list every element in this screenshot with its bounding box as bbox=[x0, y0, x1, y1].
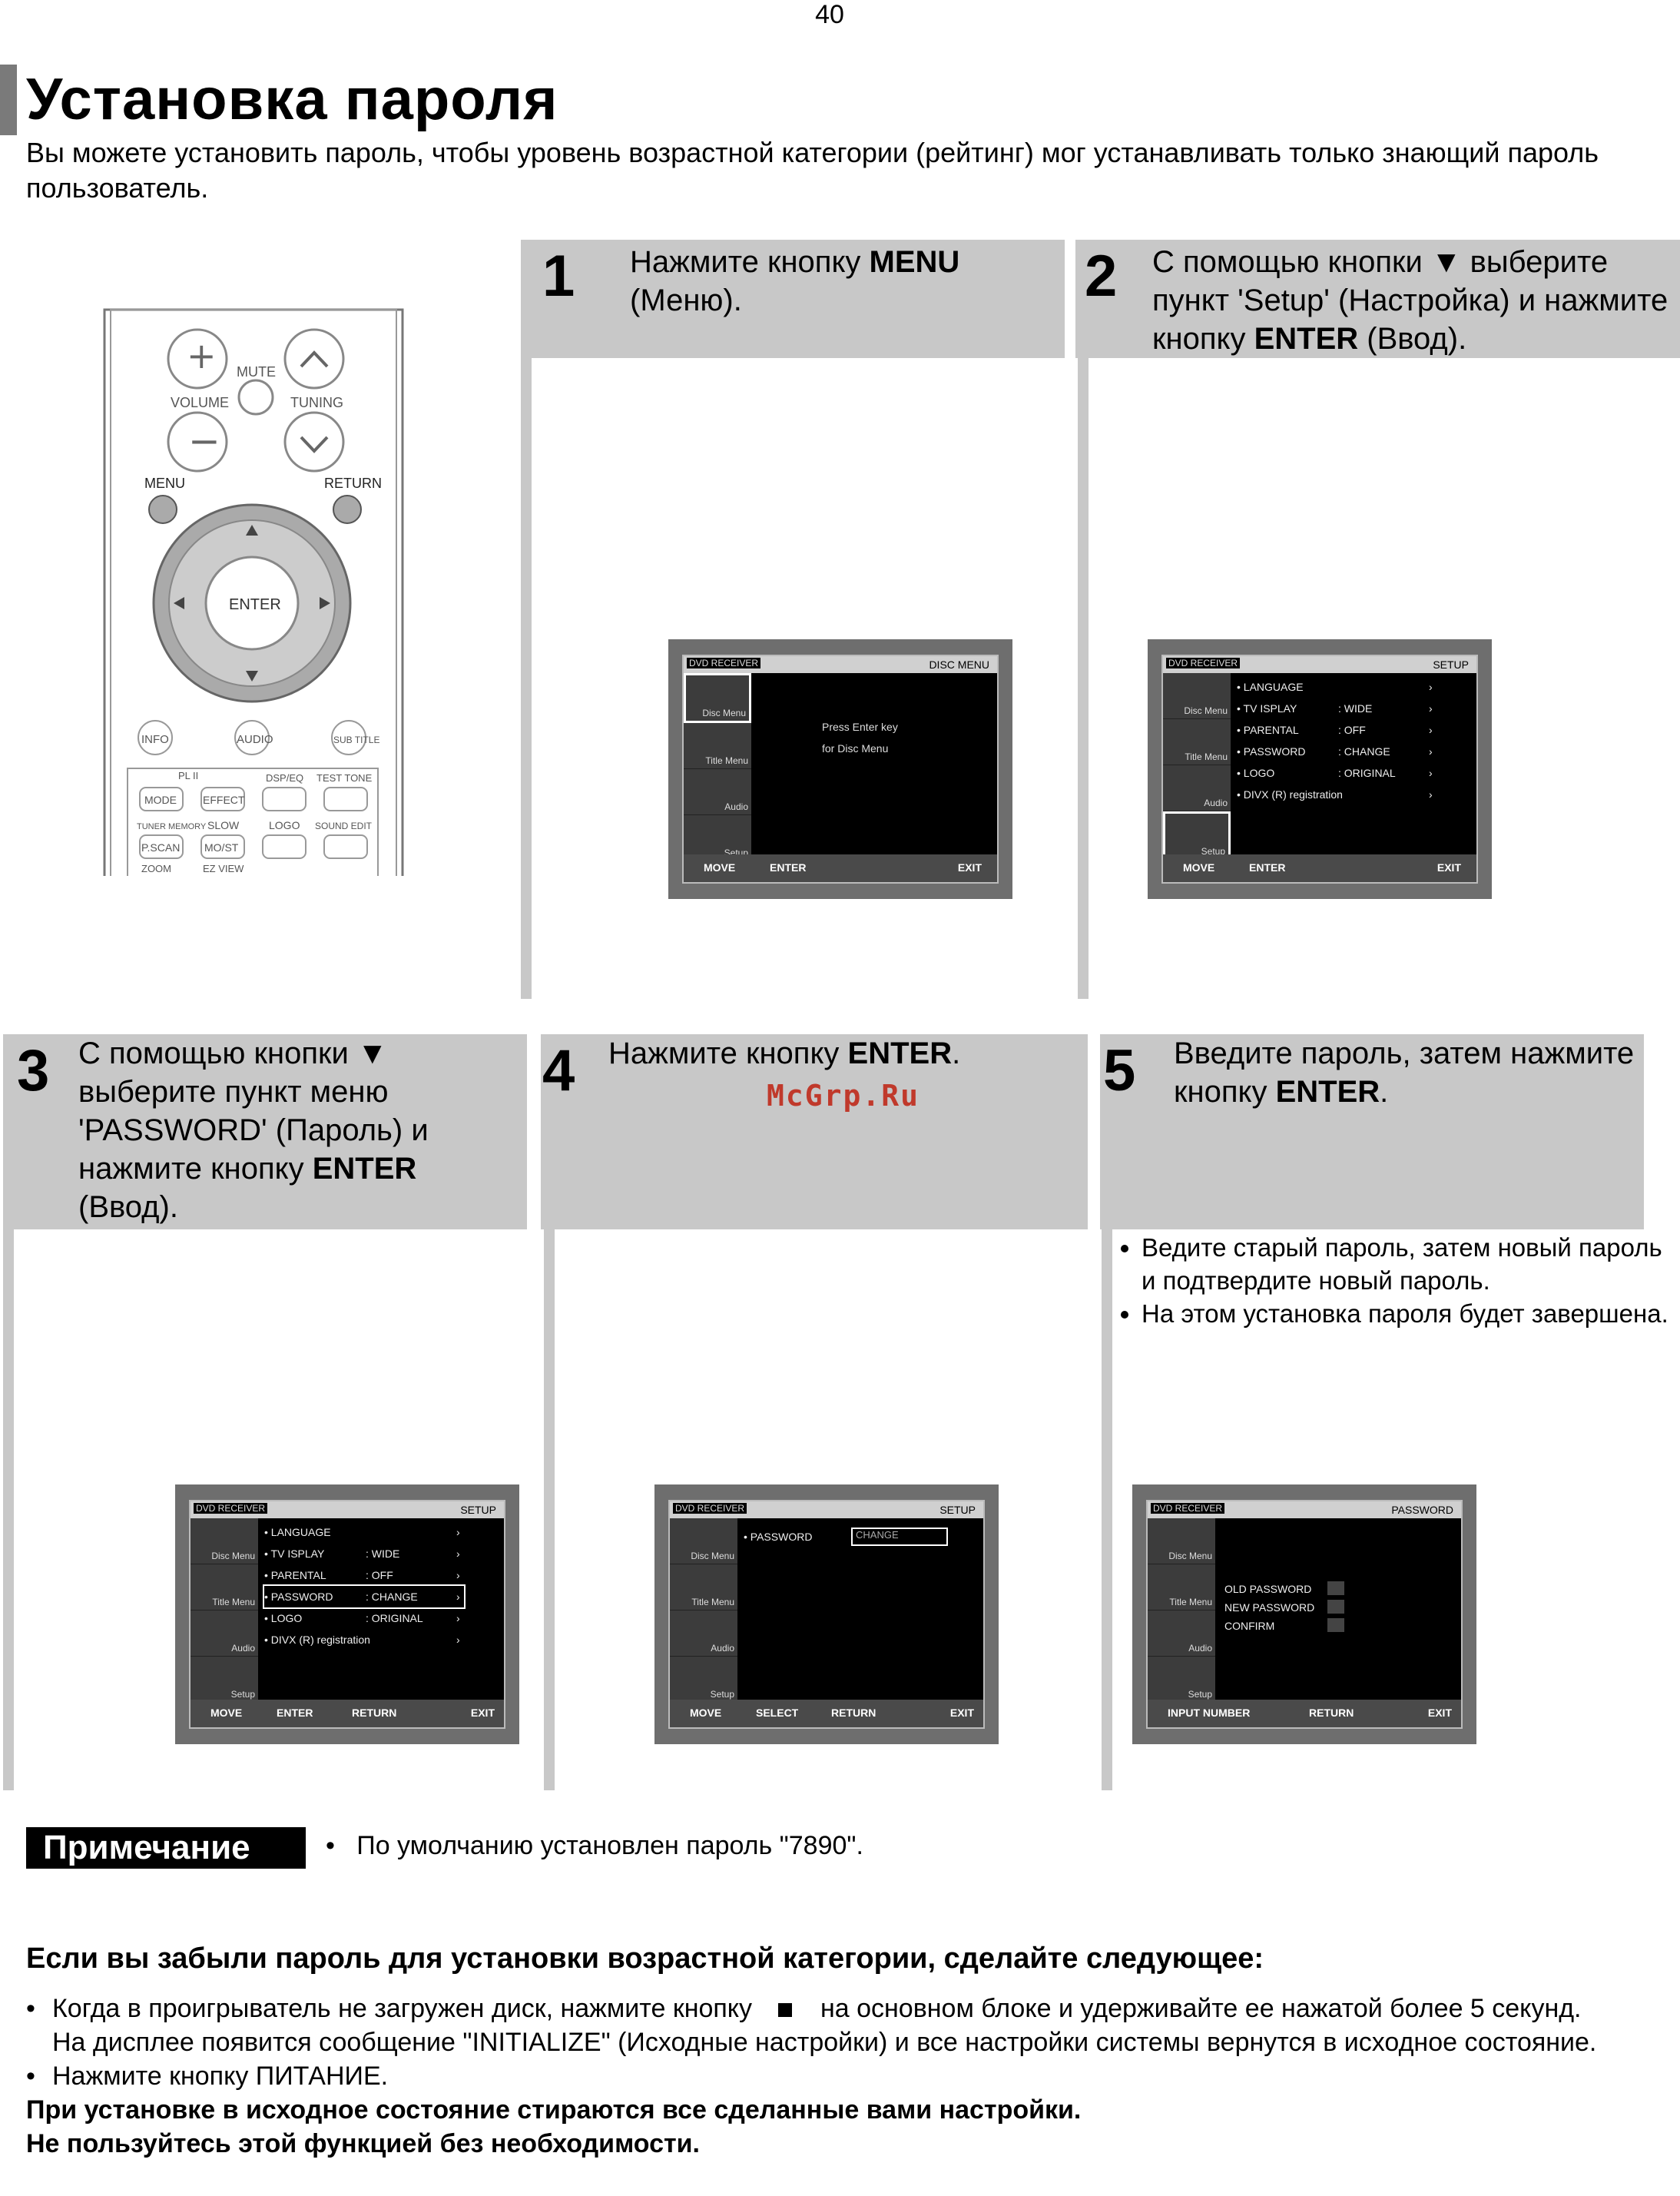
warning-2: Не пользуйтесь этой функцией без необход… bbox=[26, 2129, 700, 2158]
screen-password-fields: OLD PASSWORD NEW PASSWORD CONFIRM bbox=[1224, 1583, 1315, 1632]
remote-most-label: MO/ST bbox=[204, 841, 239, 854]
step-5-text: Введите пароль, затем нажмите кнопку ENT… bbox=[1174, 1037, 1635, 1109]
step-4-bar bbox=[544, 1229, 555, 1790]
remote-dspeq-label: DSP/EQ bbox=[266, 772, 303, 784]
remote-info-label: INFO bbox=[141, 733, 169, 746]
remote-subtitle-label: SUB TITLE bbox=[333, 735, 379, 745]
remote-control-illustration: + − MUTE VOLUME TUNING MENU RETURN ENTER… bbox=[103, 308, 404, 876]
remote-mode-label: MODE bbox=[144, 794, 177, 806]
remote-tunermemory-label: TUNER MEMORY bbox=[137, 822, 207, 831]
step-5-bar bbox=[1102, 1229, 1112, 1790]
step-1-number: 1 bbox=[542, 244, 575, 309]
forgot-step-1: Когда в проигрыватель не загружен диск, … bbox=[26, 1992, 1670, 2059]
remote-pl2-label: PL II bbox=[178, 770, 198, 781]
svg-text:+: + bbox=[187, 335, 217, 377]
step-4-number: 4 bbox=[542, 1038, 575, 1103]
remote-volume-label: VOLUME bbox=[171, 395, 229, 410]
page-number: 40 bbox=[815, 0, 844, 29]
step-3-header bbox=[3, 1034, 527, 1229]
remote-soundedit-label: SOUND EDIT bbox=[315, 821, 373, 831]
title-accent-bar bbox=[0, 65, 17, 135]
screen-change-field: CHANGE bbox=[851, 1528, 948, 1546]
screen-sidebar: Disc Menu Title Menu Audio Setup bbox=[684, 673, 751, 861]
forgot-step-2: Нажмите кнопку ПИТАНИЕ. bbox=[26, 2059, 1670, 2093]
svg-text:−: − bbox=[188, 419, 220, 463]
screen-disc-menu: DVD RECEIVER DISC MENU Disc Menu Title Me… bbox=[668, 639, 1012, 899]
step-1-text: Нажмите кнопку MENU (Меню). bbox=[630, 245, 960, 317]
step-1-header bbox=[521, 240, 1065, 358]
remote-mute-label: MUTE bbox=[237, 364, 276, 380]
warning-1: При установке в исходное состояние стира… bbox=[26, 2095, 1082, 2125]
remote-return-label: RETURN bbox=[324, 476, 382, 491]
step-3-text: С помощью кнопки ▼ выберите пункт меню '… bbox=[78, 1037, 429, 1224]
step-5-bullet: Ведите старый пароль, затем новый пароль… bbox=[1142, 1231, 1679, 1297]
remote-zoom-label: ZOOM bbox=[141, 863, 171, 874]
step-2-bar bbox=[1078, 358, 1089, 999]
remote-enter-label: ENTER bbox=[229, 596, 281, 613]
step-5-header bbox=[1100, 1034, 1644, 1229]
remote-logo-label: LOGO bbox=[269, 819, 300, 831]
forgot-password-list: Когда в проигрыватель не загружен диск, … bbox=[26, 1992, 1670, 2161]
remote-effect-label: EFFECT bbox=[203, 794, 245, 806]
stop-button-icon bbox=[777, 2003, 792, 2018]
remote-ezview-label: EZ VIEW bbox=[203, 863, 244, 874]
page-title: Установка пароля bbox=[26, 67, 558, 132]
screen-header-left: DVD RECEIVER bbox=[687, 658, 761, 668]
screen-bottom-bar: MOVE ENTER EXIT bbox=[684, 854, 997, 882]
remote-audio-label: AUDIO bbox=[237, 733, 273, 746]
step-3-bar bbox=[3, 1229, 14, 1790]
step-2-header bbox=[1075, 240, 1680, 358]
step-3-number: 3 bbox=[17, 1038, 50, 1103]
watermark: McGrp.Ru bbox=[767, 1079, 920, 1113]
remote-menu-label: MENU bbox=[144, 476, 185, 491]
step-2-text: С помощью кнопки ▼ выберите пункт 'Setup… bbox=[1152, 245, 1668, 356]
intro-text: Вы можете установить пароль, чтобы урове… bbox=[26, 137, 1599, 204]
step-5-bullets: Ведите старый пароль, затем новый пароль… bbox=[1106, 1231, 1679, 1330]
screen-header-title: DISC MENU bbox=[929, 658, 989, 671]
remote-tuning-label: TUNING bbox=[290, 395, 343, 410]
step-4-header bbox=[541, 1034, 1088, 1229]
remote-pscan-label: P.SCAN bbox=[141, 841, 180, 854]
step-4-text: Нажмите кнопку ENTER. bbox=[608, 1037, 961, 1070]
note-text: • По умолчанию установлен пароль "7890". bbox=[326, 1831, 863, 1860]
note-label: Примечание bbox=[26, 1827, 306, 1869]
step-2-number: 2 bbox=[1085, 244, 1118, 309]
screen-password-label: • PASSWORD bbox=[744, 1531, 813, 1543]
step-5-bullet: На этом установка пароля будет завершена… bbox=[1142, 1297, 1679, 1330]
step-1-bar bbox=[521, 358, 532, 999]
forgot-password-title: Если вы забыли пароль для установки возр… bbox=[26, 1942, 1264, 1975]
remote-slow-label: SLOW bbox=[207, 819, 240, 831]
remote-testtone-label: TEST TONE bbox=[316, 772, 373, 784]
step-5-number: 5 bbox=[1103, 1038, 1136, 1103]
